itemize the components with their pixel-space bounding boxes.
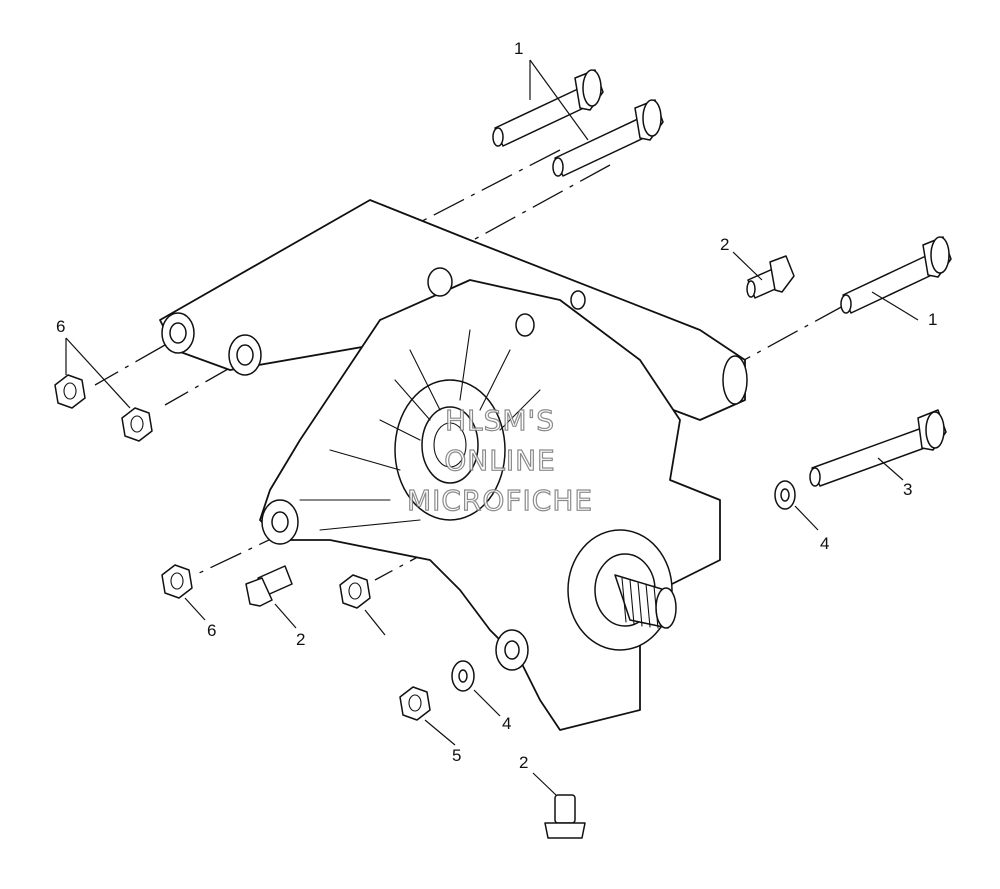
callout-number-4-lower: 4 bbox=[502, 714, 512, 733]
callout-number-6-lower-left: 6 bbox=[207, 621, 217, 640]
bolt-3-right bbox=[809, 409, 947, 487]
watermark-line-1: HLSM'S bbox=[444, 403, 556, 437]
nut-6-left-a bbox=[54, 374, 86, 409]
gearbox-housing bbox=[159, 199, 748, 731]
watermark-line-3: MICROFICHE bbox=[406, 483, 594, 517]
nut-6-lower-middle bbox=[339, 574, 371, 609]
washer-4-right bbox=[774, 480, 796, 510]
nut-5-bottom bbox=[399, 686, 431, 721]
washer-4-lower bbox=[451, 660, 475, 692]
bolt-1-top-right bbox=[552, 99, 664, 177]
nut-6-lower-left bbox=[161, 564, 193, 599]
callout-number-2-top: 2 bbox=[720, 235, 730, 254]
watermark-line-2: ONLINE bbox=[444, 443, 556, 477]
assembly-line-nut-6a bbox=[94, 344, 166, 386]
callout-number-4-right: 4 bbox=[820, 534, 830, 553]
callout-number-2-lower: 2 bbox=[296, 630, 306, 649]
assembly-line-nut-6b bbox=[164, 364, 236, 406]
bolt-1-top-left bbox=[492, 69, 604, 147]
bolt-2-lower bbox=[245, 565, 293, 607]
callout-number-1-right: 1 bbox=[928, 310, 938, 329]
callout-number-3: 3 bbox=[903, 480, 913, 499]
bolt-1-right bbox=[840, 236, 952, 314]
callout-number-1-top: 1 bbox=[514, 39, 524, 58]
bolt-2-top bbox=[746, 255, 795, 299]
nut-6-left-b bbox=[121, 407, 153, 442]
leader-lines bbox=[65, 59, 919, 796]
callout-number-5: 5 bbox=[452, 746, 462, 765]
bolt-2-bottom bbox=[544, 794, 586, 839]
callout-number-2-bottom: 2 bbox=[519, 753, 529, 772]
assembly-line-bolt-1c bbox=[734, 304, 846, 366]
callout-number-6-left: 6 bbox=[56, 317, 66, 336]
